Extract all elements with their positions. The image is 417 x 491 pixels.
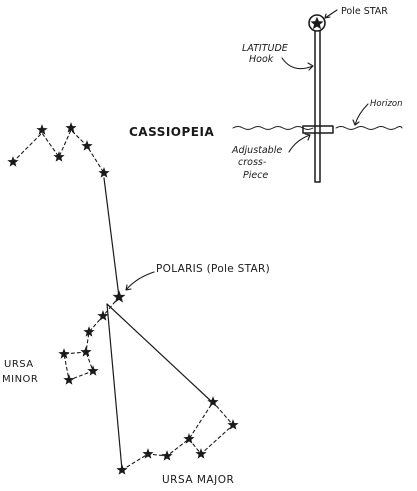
- horizon-arrow: [352, 103, 369, 126]
- instrument-staff: [314, 30, 321, 183]
- polaris-arrow: [125, 271, 155, 291]
- pole-star-label: Pole STAR: [341, 6, 388, 17]
- ursamajor-star-3: [161, 450, 173, 461]
- ursa-minor-lines: [63, 296, 120, 381]
- latitude-hook-arrow: [281, 57, 314, 71]
- ursa-minor-label-line1: URSA: [4, 359, 34, 370]
- ursaminor-star-1: [97, 310, 109, 321]
- latitude-hook-label-line2: Hook: [249, 54, 274, 65]
- ursamajor-star-1: [116, 464, 128, 475]
- latitude-hook-instrument: [232, 9, 403, 183]
- cassiopeia-star-5: [81, 140, 93, 151]
- ursa-major-label: URSA MAJOR: [162, 474, 234, 486]
- ursa-major-constellation: [121, 401, 234, 471]
- ursaminor-star-6: [87, 365, 99, 376]
- crosspiece-arrow: [288, 133, 311, 153]
- crosspiece-label-line1: Adjustable: [231, 145, 282, 156]
- ursa-major-pointer-line: [106, 303, 213, 471]
- cassiopeia-star-1: [7, 156, 19, 167]
- ursamajor-star-6: [227, 419, 239, 430]
- ursaminor-star-2: [83, 326, 95, 337]
- latitude-hook-label-line1: LATITUDE: [242, 43, 288, 54]
- ursaminor-star-3: [80, 346, 92, 357]
- pole-star-icon: [310, 16, 324, 30]
- ursamajor-star-2: [142, 448, 154, 459]
- ursa-major-lines: [121, 401, 234, 471]
- stars-layer: [7, 122, 239, 475]
- cassiopeia-to-polaris-line: [103, 177, 120, 298]
- ursa-minor-constellation: [63, 296, 120, 381]
- pole-star-arrow: [324, 9, 338, 19]
- ursa-minor-label-line2: MINOR: [2, 374, 38, 385]
- crosspiece-label-line2: cross-: [238, 157, 267, 168]
- pole-star-ring: [308, 14, 326, 32]
- polaris-star-1: [112, 290, 126, 303]
- horizon-label: Horizon: [370, 99, 403, 109]
- ursaminor-star-5: [63, 374, 75, 385]
- cassiopeia-star-3: [53, 151, 65, 162]
- ursamajor-star-7: [207, 396, 219, 407]
- cassiopeia-lines: [12, 129, 105, 174]
- ursamajor-star-4: [183, 433, 195, 444]
- horizon-line: [232, 126, 403, 130]
- cassiopeia-star-6: [98, 167, 110, 178]
- cassiopeia-star-4: [65, 122, 77, 133]
- polaris-label: POLARIS (Pole STAR): [156, 263, 270, 275]
- adjustable-crosspiece: [302, 125, 334, 134]
- crosspiece-label-line3: Piece: [243, 170, 268, 181]
- cassiopeia-label: CASSIOPEIA: [129, 125, 214, 139]
- cassiopeia-constellation: [12, 129, 105, 174]
- ursaminor-star-4: [58, 348, 70, 359]
- ursamajor-star-5: [195, 448, 207, 459]
- cassiopeia-star-2: [36, 124, 48, 135]
